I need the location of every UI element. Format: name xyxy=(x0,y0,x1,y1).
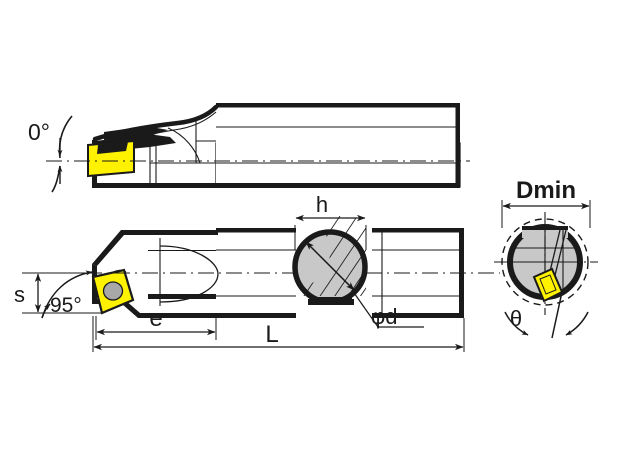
theta-label: θ xyxy=(510,306,522,331)
approach-angle-label: 95° xyxy=(50,294,82,317)
top-view-angle-label: 0° xyxy=(28,119,50,145)
L-dimension xyxy=(92,316,465,352)
e-dimension-label: e xyxy=(149,305,162,332)
theta-annotation xyxy=(504,291,589,339)
cross-section-view xyxy=(292,216,368,305)
e-dimension xyxy=(95,316,217,340)
h-dimension-label: h xyxy=(316,192,328,217)
top-view-rear-block xyxy=(216,103,460,188)
end-view-group: Dmin θ xyxy=(494,177,598,339)
ninety-five-degree-annotation xyxy=(41,270,93,319)
zero-degree-annotation xyxy=(51,115,73,193)
top-view-group: 0° xyxy=(28,103,470,193)
h-dimension xyxy=(294,214,367,250)
dmin-label: Dmin xyxy=(516,177,576,204)
phi-d-leader xyxy=(351,289,424,328)
side-view-insert xyxy=(91,268,135,315)
end-view-insert xyxy=(532,267,564,303)
dmin-dimension xyxy=(501,200,591,228)
L-dimension-label: L xyxy=(265,321,278,348)
phi-d-label: φd xyxy=(371,304,398,329)
s-dimension xyxy=(22,272,104,314)
s-dimension-label: s xyxy=(14,282,25,307)
insert-screw-hole xyxy=(102,281,124,301)
side-view-group: h φd s 95° e xyxy=(14,192,500,352)
top-view-insert xyxy=(87,139,135,178)
